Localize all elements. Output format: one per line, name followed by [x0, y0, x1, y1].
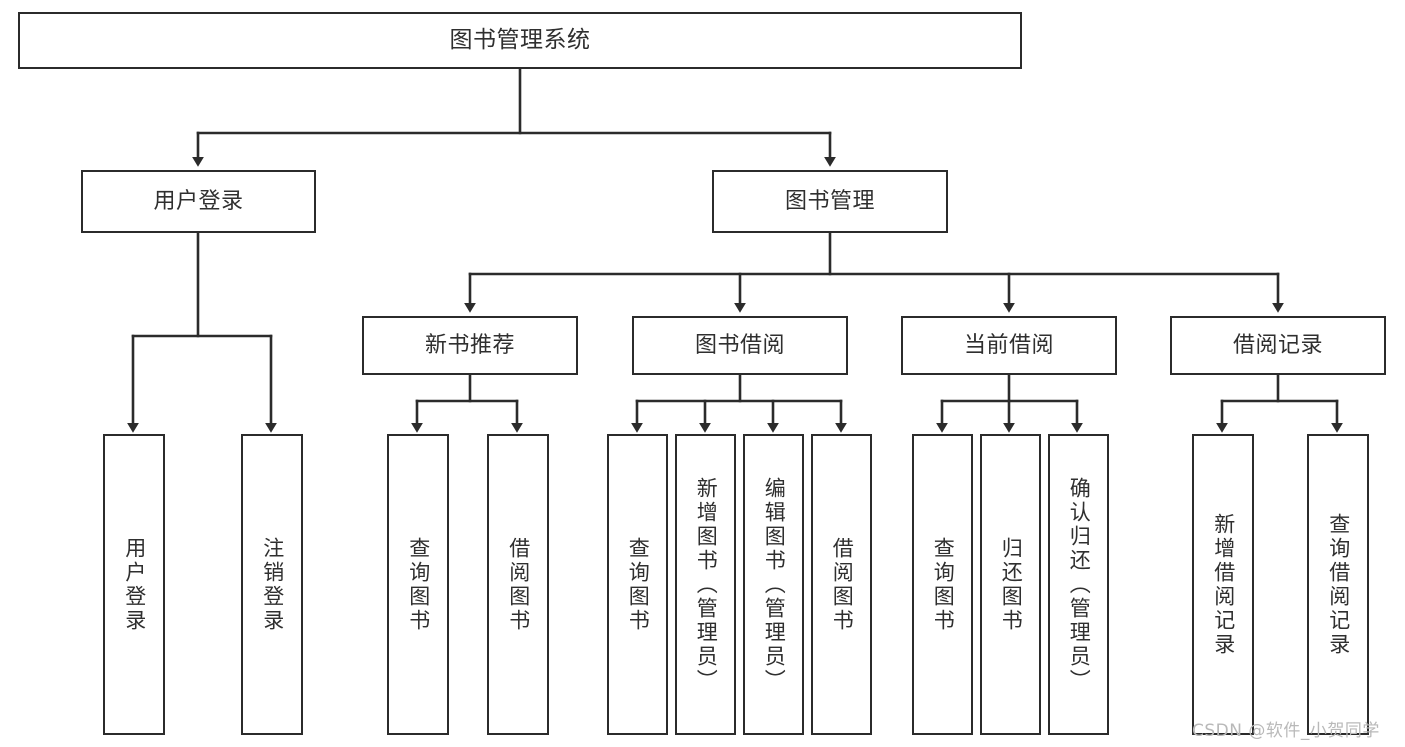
node-label: 图书管理系统 — [449, 26, 591, 53]
node-label: 注销登录 — [260, 536, 285, 633]
node-leaf-query-book-1[interactable]: 查询图书 — [387, 434, 449, 735]
node-leaf-add-book[interactable]: 新增图书（管理员） — [675, 434, 736, 735]
node-book-manage[interactable]: 图书管理 — [712, 170, 948, 233]
node-label: 当前借阅 — [963, 332, 1054, 358]
node-label: 图书管理 — [784, 188, 875, 214]
node-book-borrow[interactable]: 图书借阅 — [632, 316, 848, 375]
node-label: 确认归还（管理员） — [1067, 476, 1092, 693]
node-label: 查询图书 — [406, 536, 431, 633]
csdn-watermark: CSDN @软件_小贺同学 — [1192, 721, 1380, 741]
node-leaf-query-book-2[interactable]: 查询图书 — [607, 434, 668, 735]
node-leaf-borrow-book-1[interactable]: 借阅图书 — [487, 434, 549, 735]
node-leaf-logout-login[interactable]: 注销登录 — [241, 434, 303, 735]
node-label: 查询图书 — [626, 536, 651, 633]
node-label: 查询图书 — [931, 536, 956, 633]
node-leaf-borrow-book-2[interactable]: 借阅图书 — [811, 434, 872, 735]
node-label: 新增图书（管理员） — [694, 476, 719, 693]
node-leaf-user-login[interactable]: 用户登录 — [103, 434, 165, 735]
node-label: 借阅记录 — [1232, 332, 1323, 358]
node-label: 新增借阅记录 — [1211, 512, 1236, 657]
node-leaf-return-book[interactable]: 归还图书 — [980, 434, 1041, 735]
node-label: 用户登录 — [153, 188, 244, 214]
node-leaf-edit-book[interactable]: 编辑图书（管理员） — [743, 434, 804, 735]
node-label: 图书借阅 — [694, 332, 785, 358]
node-borrow-record[interactable]: 借阅记录 — [1170, 316, 1386, 375]
node-label: 查询借阅记录 — [1326, 512, 1351, 657]
node-user-login[interactable]: 用户登录 — [81, 170, 316, 233]
node-new-book-recommend[interactable]: 新书推荐 — [362, 316, 578, 375]
node-label: 新书推荐 — [424, 332, 515, 358]
node-leaf-query-record[interactable]: 查询借阅记录 — [1307, 434, 1369, 735]
node-leaf-confirm-return[interactable]: 确认归还（管理员） — [1048, 434, 1109, 735]
node-leaf-add-record[interactable]: 新增借阅记录 — [1192, 434, 1254, 735]
node-label: 借阅图书 — [506, 536, 531, 633]
node-label: 借阅图书 — [830, 536, 855, 633]
node-label: 用户登录 — [122, 536, 147, 633]
node-label: 归还图书 — [999, 536, 1024, 633]
node-label: 编辑图书（管理员） — [762, 476, 787, 693]
node-current-borrow[interactable]: 当前借阅 — [901, 316, 1117, 375]
node-root-book-management-system[interactable]: 图书管理系统 — [18, 12, 1022, 69]
node-leaf-query-book-3[interactable]: 查询图书 — [912, 434, 973, 735]
